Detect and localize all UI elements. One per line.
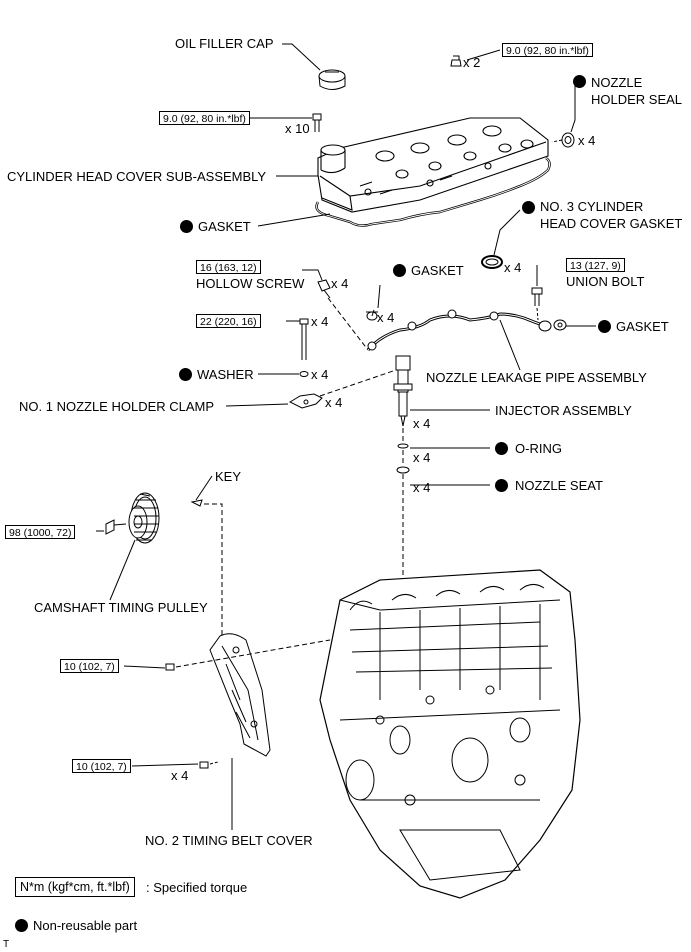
- qty-cover-nut: x 2: [463, 55, 481, 70]
- label-oil-filler-cap: OIL FILLER CAP: [175, 36, 274, 51]
- non-reusable-icon: [495, 479, 508, 492]
- non-reusable-icon: [598, 320, 611, 333]
- belt-cover-bolt-drawing: [165, 663, 209, 769]
- cover-nut-drawing: [450, 55, 462, 67]
- non-reusable-icon: [393, 264, 406, 277]
- qty-hollow-screw: x 4: [331, 276, 349, 291]
- torque-hollow-screw: 16 (163, 12): [196, 260, 261, 274]
- label-union-bolt: UNION BOLT: [566, 274, 645, 289]
- engine-block-drawing: [319, 569, 581, 899]
- label-nozzle-seat: NOZZLE SEAT: [515, 478, 603, 493]
- label-no3-gasket-1: NO. 3 CYLINDER: [540, 199, 644, 214]
- label-nozzle-holder-seal-1: NOZZLE: [591, 75, 643, 90]
- torque-pulley-bolt: 98 (1000, 72): [5, 525, 76, 539]
- label-gasket-pipe: GASKET: [411, 263, 464, 278]
- non-reusable-icon: [495, 442, 508, 455]
- legend-non-reusable: Non-reusable part: [33, 918, 138, 933]
- non-reusable-icon: [179, 368, 192, 381]
- cover-bolt-drawing: [312, 113, 322, 132]
- qty-gasket-pipe: x 4: [377, 310, 395, 325]
- label-nozzle-holder-seal-2: HOLDER SEAL: [591, 92, 683, 107]
- label-camshaft-timing-pulley: CAMSHAFT TIMING PULLEY: [34, 600, 208, 615]
- qty-nozzle-holder-seal: x 4: [578, 133, 596, 148]
- cylinder-head-cover-drawing: [317, 117, 549, 213]
- washer-drawing: [299, 371, 309, 377]
- timing-belt-cover-drawing: [209, 633, 271, 757]
- torque-union-bolt: 13 (127, 9): [566, 258, 625, 272]
- camshaft-timing-pulley-drawing: [128, 492, 160, 544]
- non-reusable-icon: [522, 201, 535, 214]
- non-reusable-icon: [180, 220, 193, 233]
- o-ring-drawing: [397, 443, 409, 449]
- legend-torque-desc: : Specified torque: [146, 880, 248, 895]
- qty-o-ring: x 4: [413, 450, 431, 465]
- qty-washer: x 4: [311, 367, 329, 382]
- non-reusable-icon: [573, 75, 586, 88]
- torque-clamp-bolt: 22 (220, 16): [196, 314, 261, 328]
- non-reusable-icon: [15, 919, 28, 932]
- qty-clamp: x 4: [325, 395, 343, 410]
- nozzle-seat-drawing: [396, 466, 410, 474]
- label-washer: WASHER: [197, 367, 254, 382]
- nozzle-holder-clamp-drawing: [288, 393, 323, 409]
- torque-belt-cover-bolt-2: 10 (102, 7): [72, 759, 131, 773]
- qty-cover-bolt: x 10: [285, 121, 310, 136]
- label-key: KEY: [215, 469, 242, 484]
- label-injector-assembly: INJECTOR ASSEMBLY: [495, 403, 632, 418]
- no3-gasket-drawing: [481, 255, 503, 269]
- qty-belt-cover-bolt: x 4: [171, 768, 189, 783]
- injector-drawing: [393, 355, 413, 427]
- torque-belt-cover-bolt-1: 10 (102, 7): [60, 659, 119, 673]
- qty-injector: x 4: [413, 416, 431, 431]
- label-nozzle-leakage-pipe: NOZZLE LEAKAGE PIPE ASSEMBLY: [426, 370, 647, 385]
- torque-cover-bolt: 9.0 (92, 80 in.*lbf): [159, 111, 250, 125]
- hollow-screw-drawing: [317, 279, 331, 299]
- corner-mark: T: [3, 939, 10, 950]
- label-no3-gasket-2: HEAD COVER GASKET: [540, 216, 683, 231]
- union-bolt-drawing: [531, 287, 543, 306]
- qty-no3-gasket: x 4: [504, 260, 522, 275]
- oil-filler-cap-drawing: [318, 69, 346, 90]
- label-cylinder-head-cover: CYLINDER HEAD COVER SUB-ASSEMBLY: [7, 169, 267, 184]
- label-no1-nozzle-holder-clamp: NO. 1 NOZZLE HOLDER CLAMP: [19, 399, 215, 414]
- qty-nozzle-seat: x 4: [413, 480, 431, 495]
- legend-torque-unit: N*m (kgf*cm, ft.*lbf): [15, 877, 135, 897]
- torque-cover-nut: 9.0 (92, 80 in.*lbf): [502, 43, 593, 57]
- qty-clamp-bolt: x 4: [311, 314, 329, 329]
- key-drawing: [190, 499, 203, 507]
- pulley-bolt-drawing: [105, 519, 127, 535]
- nozzle-leakage-pipe-drawing: [366, 309, 567, 351]
- label-no2-timing-belt-cover: NO. 2 TIMING BELT COVER: [145, 833, 313, 848]
- label-o-ring: O-RING: [515, 441, 562, 456]
- label-hollow-screw: HOLLOW SCREW: [196, 276, 305, 291]
- label-gasket-union: GASKET: [616, 319, 669, 334]
- nozzle-holder-seal-drawing: [561, 132, 575, 148]
- clamp-bolt-drawing: [299, 318, 309, 360]
- label-gasket-cover: GASKET: [198, 219, 251, 234]
